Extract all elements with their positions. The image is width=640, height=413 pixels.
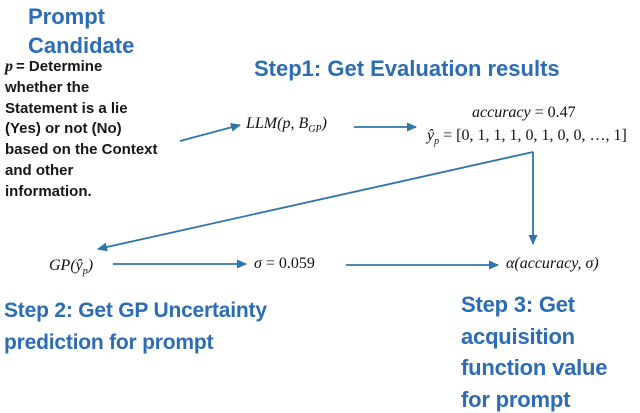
step3-line: for prompt <box>461 386 571 412</box>
title-line-1: Prompt <box>28 4 105 29</box>
prompt-text-block: p= Determine whether the Statement is a … <box>5 57 158 203</box>
prompt-variable: p <box>5 58 13 75</box>
yp-subscript: p <box>434 136 440 148</box>
alpha-node: α(accuracy, σ) <box>506 255 599 273</box>
arrow-prompt-to-llm-icon <box>179 122 241 142</box>
prompt-line: whether the <box>5 78 90 96</box>
prompt-line: and other <box>5 161 74 179</box>
step2-heading: Step 2: Get GP Uncertainty prediction fo… <box>4 295 267 359</box>
prompt-line: information. <box>5 182 92 200</box>
gp-expression: GP(ŷ <box>49 257 83 274</box>
llm-subscript: GP <box>308 124 322 136</box>
step2-line: prediction for prompt <box>4 331 214 354</box>
prompt-line: (Yes) or not (No) <box>5 120 122 138</box>
prompt-line: based on the Context <box>5 141 158 159</box>
title-line-2: Candidate <box>28 33 135 58</box>
step1-heading: Step1: Get Evaluation results <box>254 56 560 81</box>
prompt-line: Statement is a lie <box>5 99 128 117</box>
yp-vector: = [0, 1, 1, 1, 0, 1, 0, 0, …, 1] <box>439 127 627 144</box>
sigma-variable: σ <box>254 255 262 272</box>
prompt-candidate-title: Prompt Candidate <box>28 2 134 60</box>
llm-close-paren: ) <box>321 115 327 132</box>
gp-node: GP(ŷp) <box>49 257 94 278</box>
accuracy-number: = 0.47 <box>530 104 576 121</box>
llm-expression: LLM(p, B <box>246 115 309 132</box>
step3-line: acquisition <box>461 323 575 349</box>
step2-line: Step 2: Get GP Uncertainty <box>4 299 267 322</box>
step3-heading: Step 3: Get acquisition function value f… <box>461 289 608 413</box>
alpha-expression: α(accuracy, σ) <box>506 255 599 272</box>
arrow-evaluation-to-gp-icon <box>97 151 534 252</box>
accuracy-variable: accuracy <box>472 104 531 121</box>
llm-node: LLM(p, BGP) <box>246 115 327 136</box>
gp-close-paren: ) <box>87 257 94 274</box>
step3-line: function value <box>461 355 608 380</box>
sigma-value: σ = 0.059 <box>254 255 315 273</box>
yp-vector-value: ŷp = [0, 1, 1, 1, 0, 1, 0, 0, …, 1] <box>427 127 627 148</box>
yp-variable: ŷ <box>427 127 435 144</box>
prompt-line-text: = Determine <box>16 58 103 75</box>
accuracy-value: accuracy = 0.47 <box>472 104 576 122</box>
step3-line: Step 3: Get <box>461 292 575 317</box>
prompt-line: p= Determine <box>5 57 158 78</box>
gp-subscript: p <box>82 266 88 278</box>
sigma-number: = 0.059 <box>261 255 315 272</box>
